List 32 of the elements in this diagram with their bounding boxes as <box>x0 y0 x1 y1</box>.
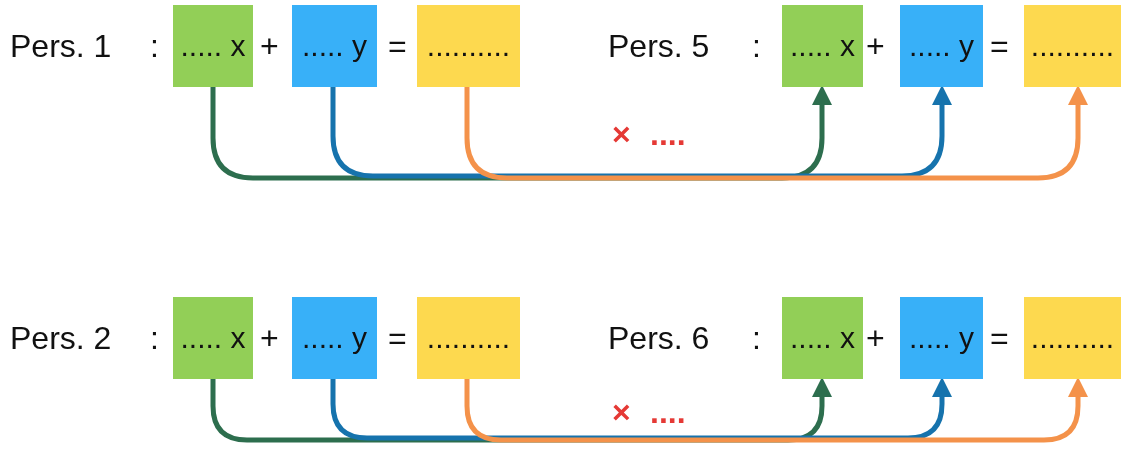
multiply-sign: × <box>612 118 631 150</box>
blank-factor: .... <box>650 396 686 428</box>
x-coefficient-box: ..... x <box>782 297 863 379</box>
result-box: .......... <box>417 5 520 87</box>
y-coefficient-box: ..... y <box>900 297 983 379</box>
equals-sign: = <box>388 322 407 354</box>
colon: : <box>752 30 761 62</box>
x-coefficient-box: ..... x <box>782 5 863 87</box>
person-label: Pers. 2 <box>10 322 112 354</box>
result-box: .......... <box>417 297 520 379</box>
colon: : <box>752 322 761 354</box>
y-coefficient-box: ..... y <box>900 5 983 87</box>
colon: : <box>150 30 159 62</box>
y-coefficient-box: ..... y <box>292 297 377 379</box>
x-coefficient-box: ..... x <box>173 5 253 87</box>
y-coefficient-box: ..... y <box>292 5 377 87</box>
equals-sign: = <box>388 30 407 62</box>
x-coefficient-box: ..... x <box>173 297 253 379</box>
plus-sign: + <box>260 322 279 354</box>
result-box: .......... <box>1024 5 1121 87</box>
multiply-sign: × <box>612 396 631 428</box>
plus-sign: + <box>866 322 885 354</box>
equals-sign: = <box>990 322 1009 354</box>
colon: : <box>150 322 159 354</box>
equals-sign: = <box>990 30 1009 62</box>
person-label: Pers. 1 <box>10 30 112 62</box>
blank-factor: .... <box>650 118 686 150</box>
result-box: .......... <box>1024 297 1121 379</box>
person-label: Pers. 5 <box>608 30 710 62</box>
plus-sign: + <box>866 30 885 62</box>
plus-sign: + <box>260 30 279 62</box>
person-label: Pers. 6 <box>608 322 710 354</box>
